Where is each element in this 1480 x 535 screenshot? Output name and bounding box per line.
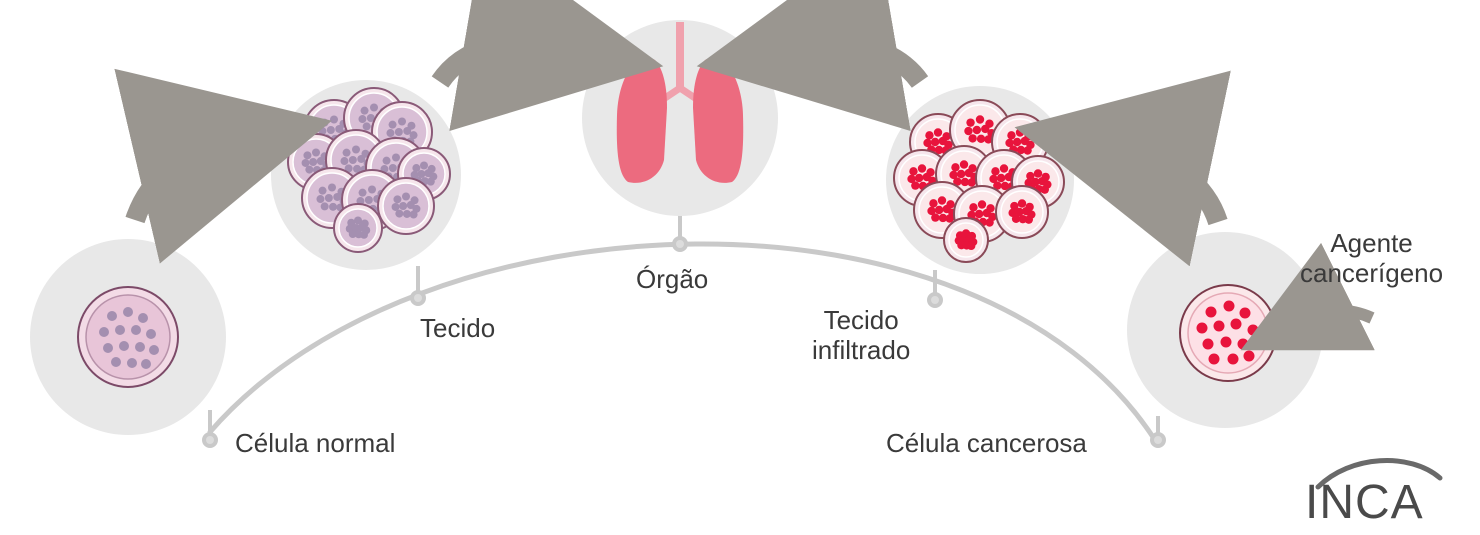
arrow-tissue-to-organ [440, 44, 545, 82]
normal-cell-icon [78, 287, 178, 387]
label-carcinogen: Agente cancerígeno [1300, 228, 1443, 288]
label-carcinogen-line1: Agente [1300, 228, 1443, 258]
label-infiltrated-tissue: Tecido infiltrado [812, 305, 910, 365]
label-tissue: Tecido [420, 313, 495, 343]
arrow-carcinogen-to-cancer-cell [1305, 311, 1372, 319]
label-infiltrated-line2: infiltrado [812, 335, 910, 365]
cancer-cell-icon [1180, 285, 1276, 381]
label-cancer-cell: Célula cancerosa [886, 428, 1087, 458]
label-infiltrated-line1: Tecido [812, 305, 910, 335]
arrow-cell-to-tissue [135, 148, 215, 220]
label-carcinogen-line2: cancerígeno [1300, 258, 1443, 288]
arrow-infiltrated-to-organ [815, 44, 920, 82]
inca-logo: INCA [1305, 478, 1424, 528]
label-normal-cell: Célula normal [235, 428, 395, 458]
arrow-cancer-to-infiltrated [1132, 152, 1218, 222]
label-organ: Órgão [636, 264, 708, 294]
